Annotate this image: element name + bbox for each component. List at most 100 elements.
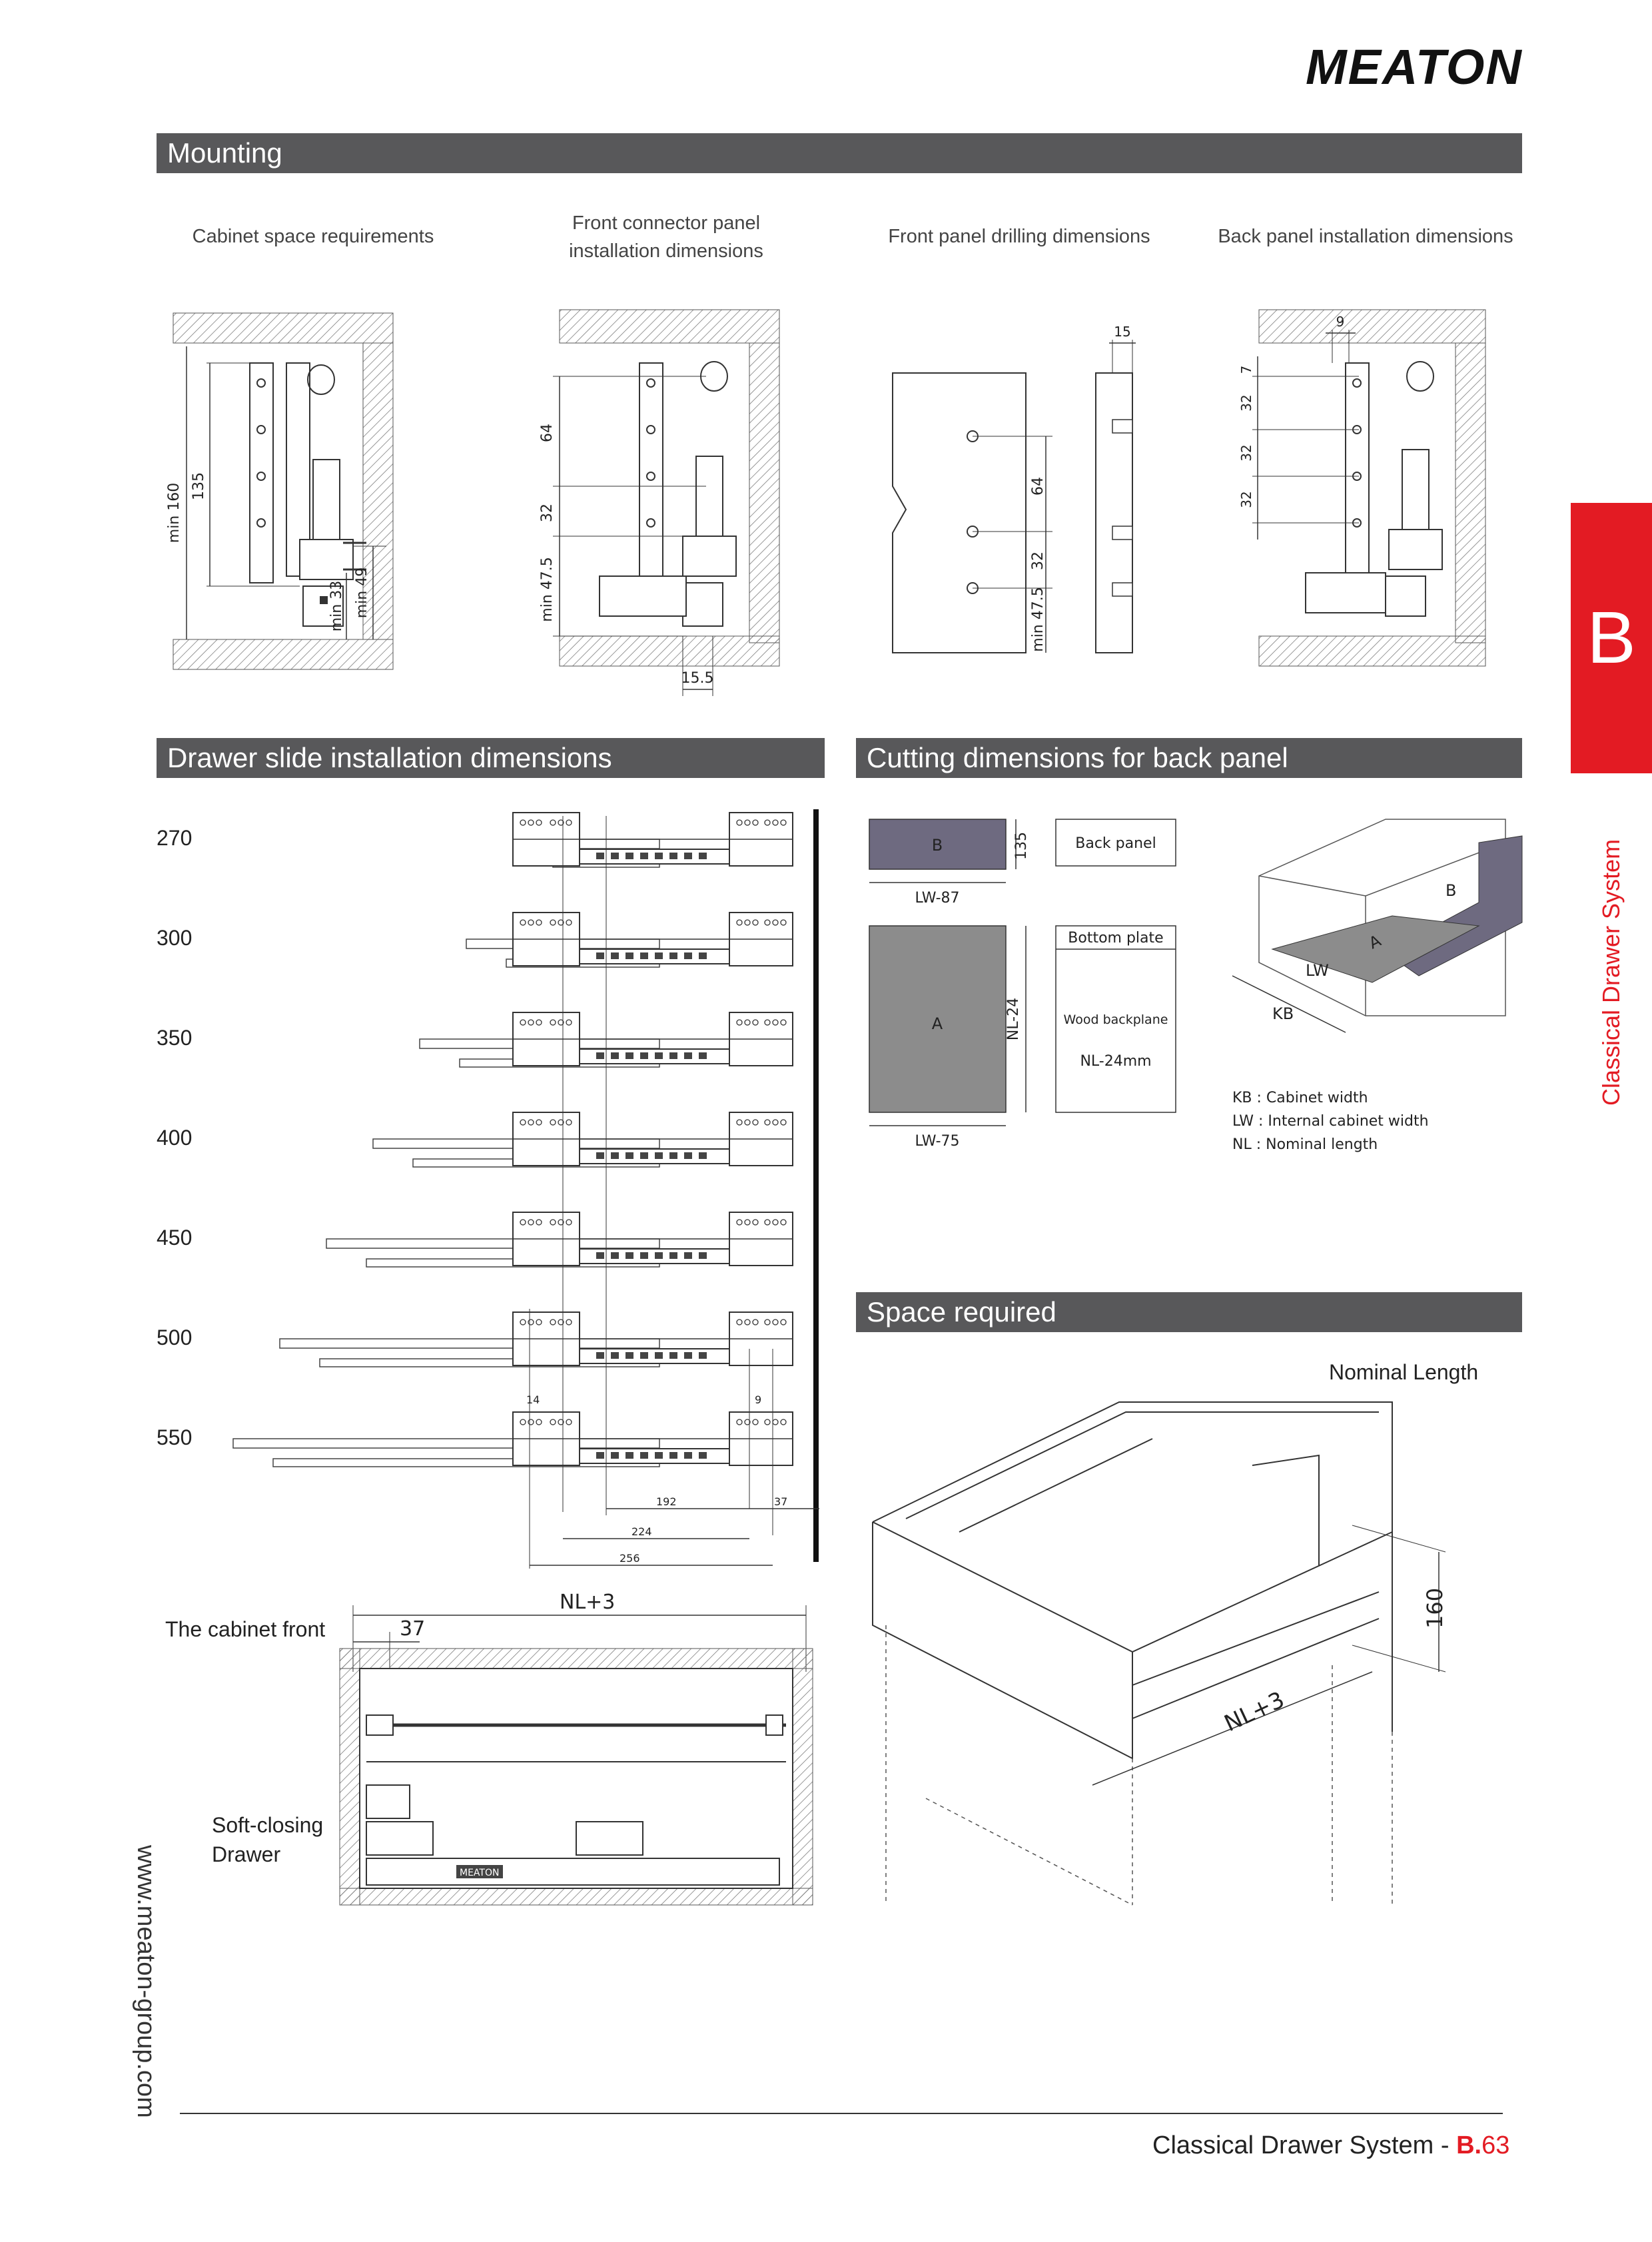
slide-rack — [611, 1252, 619, 1259]
slide-rack — [611, 1152, 619, 1159]
slide-hole — [772, 1319, 779, 1325]
dim-160: 160 — [1422, 1588, 1447, 1629]
slide-hole — [744, 1219, 751, 1226]
slide-rack — [625, 853, 633, 859]
slide-hole — [780, 1019, 787, 1026]
slide-rack — [699, 1452, 707, 1459]
caption-cabinet-space: Cabinet space requirements — [192, 226, 434, 247]
dim-14: 14 — [526, 1393, 540, 1406]
dim-15: 15 — [1114, 324, 1130, 340]
slide-hole — [536, 1419, 542, 1425]
slide-rack — [596, 1052, 604, 1059]
dim-32-c: 32 — [1238, 491, 1254, 508]
slide-hole — [566, 819, 572, 826]
fig-cabinet-space: min 160 135 min 33 min 49 — [166, 312, 394, 670]
slide-hole — [550, 1119, 556, 1126]
slide-hole — [780, 1319, 787, 1325]
footer-rule — [180, 2113, 1503, 2114]
slide-hole — [536, 919, 542, 926]
slide-rack — [640, 1452, 648, 1459]
dim-9: 9 — [1336, 314, 1345, 330]
slide-hole — [736, 1119, 743, 1126]
slide-hole — [528, 919, 534, 926]
slide-hole — [528, 1419, 534, 1425]
slide-hole — [752, 1419, 759, 1425]
slide-hole — [558, 1019, 564, 1026]
cutting-drawing: B 135 LW-87 Back panel A NL-24 LW-75 Bot… — [869, 819, 1523, 1153]
dim-256: 256 — [620, 1552, 640, 1565]
slide-hole — [528, 1219, 534, 1226]
slide-hole — [744, 1019, 751, 1026]
slide-hole — [764, 1219, 771, 1226]
slide-rack — [596, 1352, 604, 1359]
slide-rack — [596, 853, 604, 859]
space-nl3: NL+3 — [1220, 1686, 1289, 1737]
slide-rack — [655, 952, 663, 959]
dim-lw87: LW-87 — [915, 890, 959, 907]
caption-front-connector: Front connector panel installation dimen… — [569, 212, 763, 262]
slide-rack — [699, 1052, 707, 1059]
dim-9-slide: 9 — [755, 1393, 761, 1406]
iso-kb-label: KB — [1272, 1004, 1294, 1023]
slide-hole — [558, 1419, 564, 1425]
slide-hole — [550, 1319, 556, 1325]
slide-rack — [640, 1252, 648, 1259]
drawer-label: Drawer — [212, 1842, 281, 1866]
slide-hole — [550, 1219, 556, 1226]
slide-hole — [752, 1219, 759, 1226]
slide-hole — [528, 819, 534, 826]
slide-hole — [780, 919, 787, 926]
legend-kb: KB : Cabinet width — [1232, 1090, 1368, 1106]
dim-min49: min 49 — [354, 567, 370, 618]
slide-hole — [566, 1219, 572, 1226]
slide-hole — [752, 819, 759, 826]
slide-rack — [655, 1052, 663, 1059]
slide-rack — [699, 1252, 707, 1259]
slide-hole — [520, 919, 526, 926]
dim-nl24: NL-24 — [1005, 998, 1022, 1040]
slide-hole — [566, 1019, 572, 1026]
slide-hole — [520, 1119, 526, 1126]
slide-hole — [764, 919, 771, 926]
slide-hole — [536, 1219, 542, 1226]
slide-length-550: 550 — [157, 1425, 193, 1449]
slide-hole — [528, 1319, 534, 1325]
slide-rack — [655, 1152, 663, 1159]
dim-192: 192 — [656, 1495, 677, 1508]
section-mounting: Mounting — [157, 133, 1522, 173]
slide-hole — [550, 1019, 556, 1026]
cabinet-front-label: The cabinet front — [165, 1617, 326, 1641]
slide-length-270: 270 — [157, 826, 193, 850]
section-cutting: Cutting dimensions for back panel — [856, 738, 1522, 778]
dim-155: 15.5 — [681, 670, 714, 687]
slide-length-300: 300 — [157, 926, 193, 950]
dim-135: 135 — [191, 472, 207, 500]
dim-7: 7 — [1238, 366, 1254, 374]
slide-hole — [780, 819, 787, 826]
section-drawer-slide: Drawer slide installation dimensions — [157, 738, 825, 778]
slide-hole — [772, 1019, 779, 1026]
space-drawing: 160 NL+3 — [872, 1401, 1447, 1906]
slide-rack — [655, 1252, 663, 1259]
dim-min33: min 33 — [328, 581, 345, 631]
slide-rack — [669, 952, 677, 959]
side-vertical-title: Classical Drawer System — [1597, 839, 1625, 1106]
slide-hole — [536, 1019, 542, 1026]
slide-hole — [566, 1319, 572, 1325]
slide-hole — [558, 1119, 564, 1126]
slide-rail — [232, 1438, 660, 1449]
slide-hole — [520, 1019, 526, 1026]
slide-hole — [764, 1319, 771, 1325]
slide-rack — [640, 1152, 648, 1159]
slide-rail — [326, 1238, 660, 1249]
slide-rack — [669, 853, 677, 859]
slide-hole — [772, 819, 779, 826]
slide-rack — [669, 1352, 677, 1359]
slide-hole — [736, 1019, 743, 1026]
dim-min160: min 160 — [166, 483, 183, 543]
legend-lw: LW : Internal cabinet width — [1232, 1113, 1429, 1130]
slide-rack — [684, 1252, 692, 1259]
website-url: www.meaton-group.com — [132, 1845, 160, 2118]
slide-rack — [596, 952, 604, 959]
bottom-plate-label: Bottom plate — [1068, 930, 1163, 946]
